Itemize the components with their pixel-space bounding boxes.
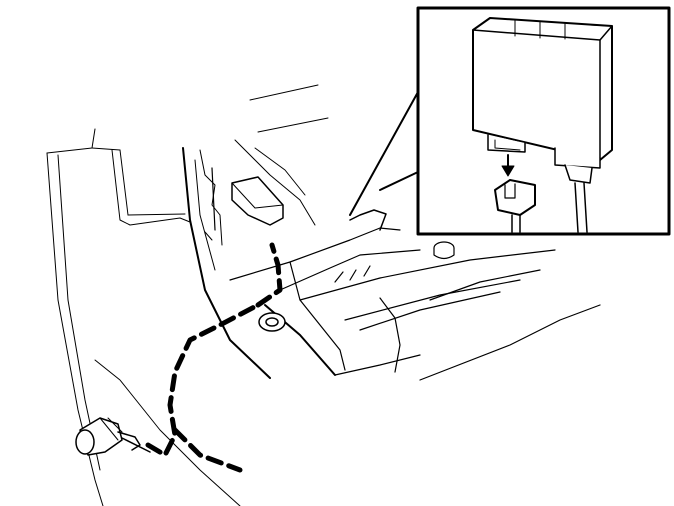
module-harness — [564, 164, 593, 233]
bracket-block — [231, 176, 284, 226]
left-trim-panel — [46, 128, 241, 506]
callout-lines — [349, 91, 419, 216]
rear-shelf-lines — [234, 84, 329, 226]
pillar-structure — [182, 147, 271, 379]
floor-stud — [433, 241, 455, 260]
grommet — [258, 312, 286, 332]
sensor-connector — [75, 417, 151, 456]
arrow-down-icon — [501, 154, 515, 177]
connector-plug — [494, 179, 536, 233]
wiring-harness-route — [145, 242, 283, 473]
control-module — [472, 17, 613, 169]
